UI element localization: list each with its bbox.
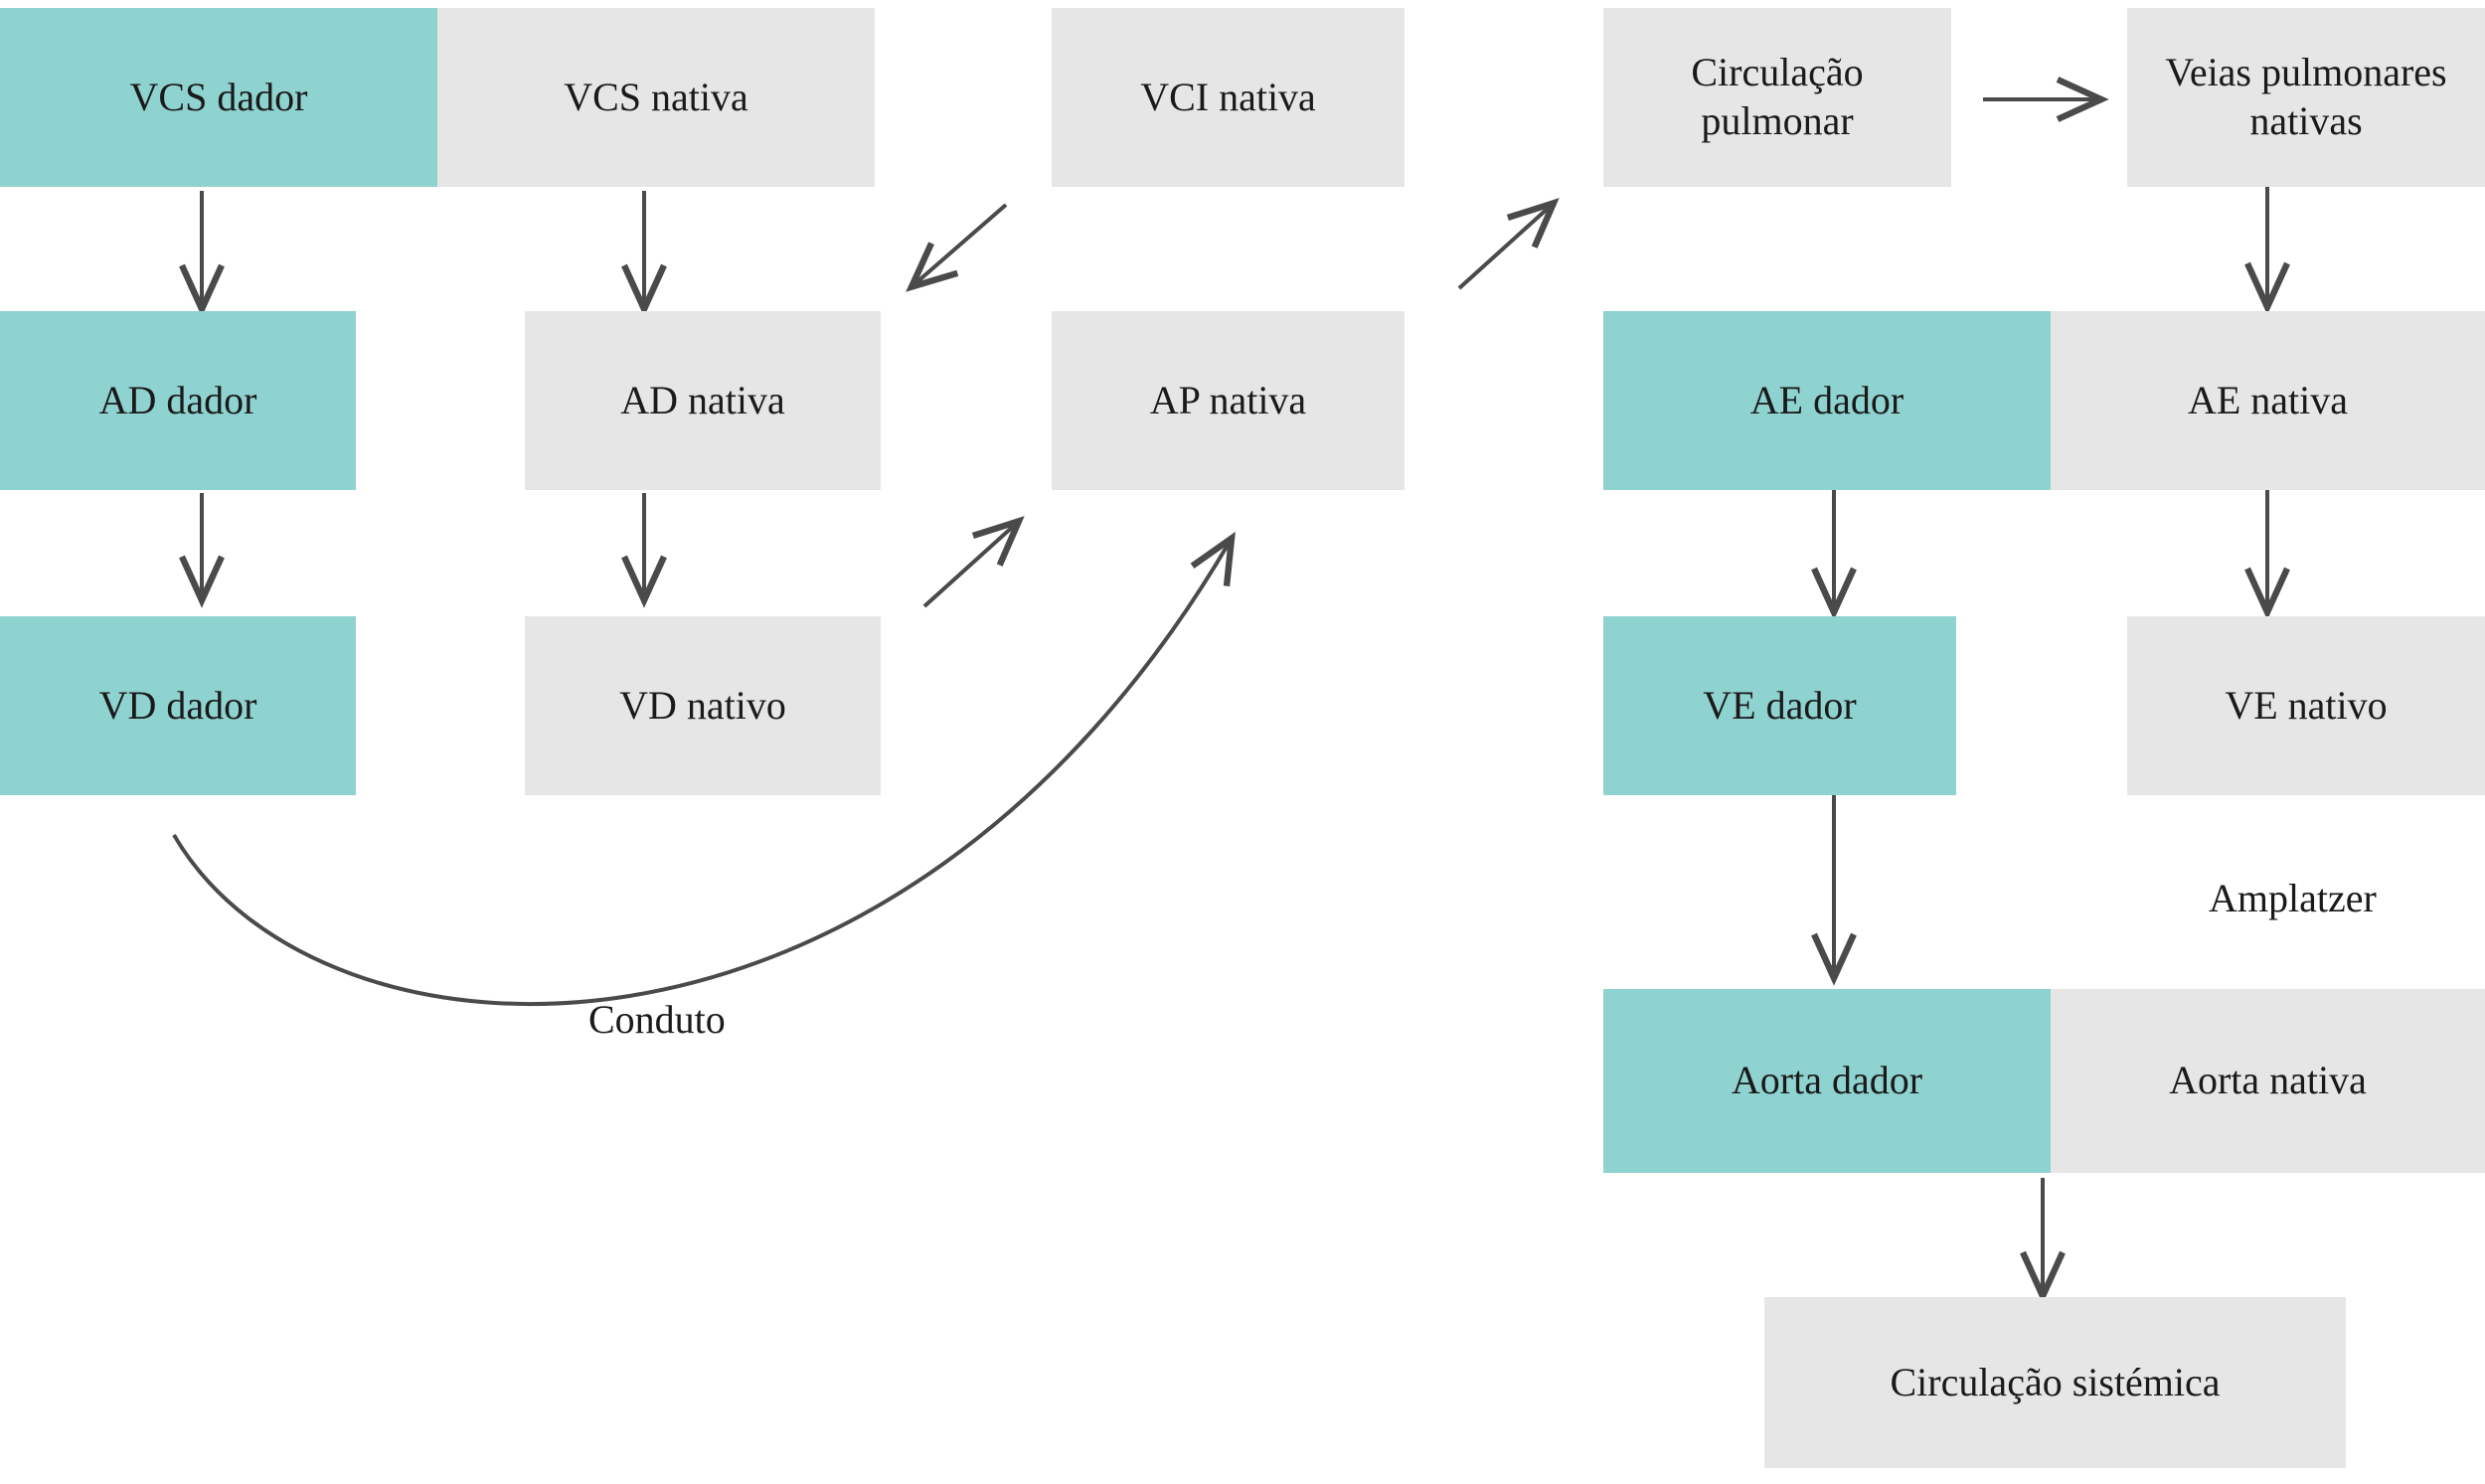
arrow-vd-nativo-to-ap-nativa [922,516,1025,608]
node-ve-nativo[interactable]: VE nativo [2127,616,2485,795]
node-aorta-dador[interactable]: Aorta dador [1603,989,2051,1173]
label-conduto: Conduto [588,997,726,1042]
node-circulacao-sistemica[interactable]: Circulação sistémica [1764,1297,2346,1468]
node-vd-nativo[interactable]: VD nativo [525,616,881,795]
node-vci-nativa[interactable]: VCI nativa [1052,8,1405,187]
node-aorta-split: Aorta dador Aorta nativa [1603,989,2485,1173]
node-vcs-split: VCS dador VCS nativa [0,8,875,187]
node-ae-split: AE dador AE nativa [1603,311,2485,490]
node-veias-pulmonares-nativas[interactable]: Veias pulmonares nativas [2127,8,2485,187]
node-ad-nativa[interactable]: AD nativa [525,311,881,490]
node-ad-dador[interactable]: AD dador [0,311,356,490]
node-ve-dador[interactable]: VE dador [1603,616,1956,795]
node-vcs-dador[interactable]: VCS dador [0,8,437,187]
node-vcs-nativa[interactable]: VCS nativa [437,8,875,187]
node-ae-nativa[interactable]: AE nativa [2051,311,2485,490]
arrow-vci-nativa-to-ad-nativa [906,203,1008,292]
arrow-ap-nativa-to-circulacao-pulmonar [1457,198,1560,290]
node-ae-dador[interactable]: AE dador [1603,311,2051,490]
node-aorta-nativa[interactable]: Aorta nativa [2051,989,2485,1173]
node-vd-dador[interactable]: VD dador [0,616,356,795]
node-circulacao-pulmonar[interactable]: Circulação pulmonar [1603,8,1951,187]
label-amplatzer: Amplatzer [2209,876,2377,920]
node-ap-nativa[interactable]: AP nativa [1052,311,1405,490]
